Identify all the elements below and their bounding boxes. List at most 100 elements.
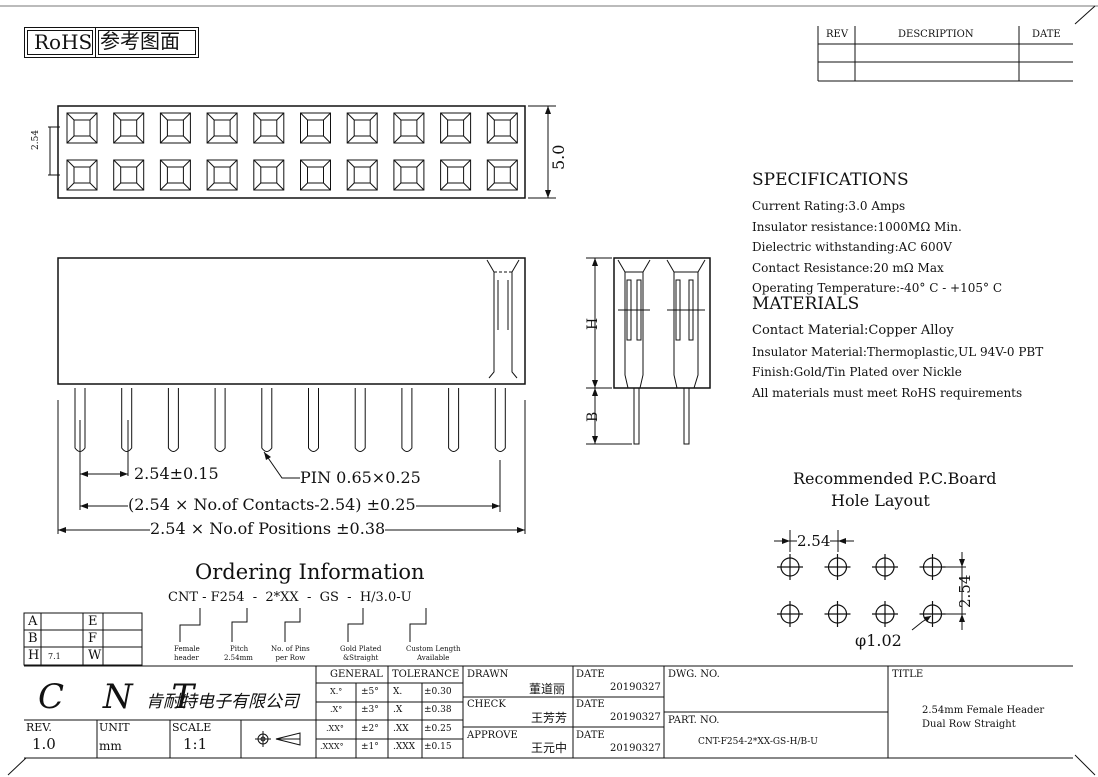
contact-cavity [113, 159, 145, 191]
check-date-label: DATE [576, 699, 605, 710]
title-label: TITLE [892, 669, 924, 680]
pcb-layout-subtitle: Hole Layout [831, 491, 930, 510]
pin-tail [354, 388, 366, 452]
tol-angle-key: .XXX° [320, 742, 344, 751]
rev-header: REV [826, 29, 849, 40]
tol-angle-key: .X° [330, 705, 343, 714]
material-line: Finish:Gold/Tin Plated over Nickle [752, 365, 962, 380]
spec-line: Insulator resistance:1000MΩ Min. [752, 219, 962, 234]
dim-key-w: W [88, 648, 102, 663]
approve-date-label: DATE [576, 730, 605, 741]
contact-cavity [393, 159, 425, 191]
tol-angle-key: .XX° [326, 724, 344, 733]
company-name: 肯耐特电子有限公司 [146, 692, 299, 712]
contact-cavity [66, 159, 98, 191]
dim-key-h: H [28, 648, 40, 663]
contact-cavity [440, 159, 472, 191]
contact-cavity [300, 159, 331, 191]
specifications-title: SPECIFICATIONS [752, 170, 909, 190]
ordering-label-length: Custom Length Available [406, 645, 461, 662]
tolerance-label: TOLERANCE [392, 669, 460, 680]
materials-list: Contact Material:Copper Alloy Insulator … [752, 321, 1043, 403]
ordering-code: CNT - F254 - 2*XX - GS - H/3.0-U [168, 590, 412, 605]
tol-linear-val: ±0.38 [424, 705, 452, 715]
unit-value: mm [99, 739, 122, 753]
contact-cavity [253, 112, 285, 144]
general-label: GENERAL [330, 669, 383, 680]
check-date-value: 20190327 [610, 712, 661, 723]
rev-value: 1.0 [32, 735, 56, 753]
contact-cavity [440, 112, 472, 144]
spec-line: Dielectric withstanding:AC 600V [752, 240, 952, 255]
contacts-span-dim: (2.54 × No.of Contacts-2.54) ±0.25 [128, 495, 416, 514]
approve-name: 王元中 [531, 741, 568, 755]
pin-tail [308, 388, 319, 452]
tol-linear-key: .XXX [393, 742, 416, 752]
tol-linear-val: ±0.15 [424, 742, 452, 752]
hole-diameter-dim: φ1.02 [855, 631, 902, 650]
date-header: DATE [1032, 29, 1061, 40]
pin-tail [448, 388, 460, 452]
material-line: Contact Material:Copper Alloy [752, 323, 954, 338]
pcb-hole [872, 601, 898, 627]
tol-linear-key: .X [393, 705, 403, 715]
approve-label: APPROVE [467, 730, 518, 741]
check-name: 王芳芳 [531, 711, 568, 725]
positions-span-dim: 2.54 × No.of Positions ±0.38 [150, 519, 386, 538]
rev-label: REV. [26, 721, 52, 734]
tol-angle-val: ±3° [361, 705, 379, 715]
material-line: All materials must meet RoHS requirement… [752, 385, 1023, 400]
pcb-layout-title: Recommended P.C.Board [793, 469, 997, 488]
ordering-label-plating: Gold Plated &Straight [340, 645, 382, 662]
scale-label: SCALE [172, 721, 212, 734]
company-letters: C N T [38, 677, 209, 717]
tol-angle-val: ±1° [361, 742, 379, 752]
pcb-hole [919, 601, 946, 627]
pcb-hole [777, 554, 803, 580]
ordering-title: Ordering Information [195, 560, 425, 584]
pin-tail [121, 388, 133, 452]
dim-key-e: E [88, 614, 98, 629]
pin-tail [261, 388, 273, 452]
title-line-2: Dual Row Straight [922, 719, 1016, 730]
materials-title: MATERIALS [752, 294, 860, 314]
material-line: Insulator Material:Thermoplastic,UL 94V-… [752, 344, 1044, 359]
tol-angle-key: X.° [330, 687, 343, 696]
title-line-1: 2.54mm Female Header [922, 705, 1045, 716]
contact-cavity [393, 112, 425, 144]
rohs-label: RoHS [34, 30, 93, 54]
contact-cavity [346, 112, 378, 144]
ordering-label-pins: No. of Pins per Row [271, 645, 310, 662]
ordering-label-female: Female header [174, 645, 200, 662]
contact-cavity [206, 159, 238, 191]
pcb-hole [777, 601, 803, 627]
ref-drawing-box [95, 27, 199, 58]
spec-line: Contact Resistance:20 mΩ Max [752, 260, 944, 275]
spec-line: Operating Temperature:-40° C - +105° C [752, 281, 1003, 296]
pcb-hole [872, 554, 898, 580]
contact-cavity [346, 159, 378, 191]
scale-value: 1:1 [183, 735, 208, 753]
ordering-label-pitch: Pitch 2.54mm [224, 645, 253, 662]
dim-value-h: 7.1 [48, 652, 61, 661]
description-header: DESCRIPTION [898, 29, 974, 40]
pin-tail [167, 388, 179, 452]
dwg-no-label: DWG. NO. [668, 669, 720, 680]
pin-size-label: PIN 0.65×0.25 [300, 468, 421, 487]
drawn-date-label: DATE [576, 669, 605, 680]
unit-label: UNIT [99, 721, 130, 734]
spec-line: Current Rating:3.0 Amps [752, 199, 906, 213]
pin-tail [494, 388, 506, 452]
tol-linear-val: ±0.25 [424, 724, 452, 734]
pin-tail [401, 388, 413, 452]
drawn-date-value: 20190327 [610, 682, 661, 693]
pcb-hole [919, 554, 946, 580]
tol-linear-key: X. [393, 687, 403, 697]
pin-tail [214, 388, 226, 452]
check-label: CHECK [467, 699, 506, 710]
dim-key-a: A [28, 614, 38, 629]
